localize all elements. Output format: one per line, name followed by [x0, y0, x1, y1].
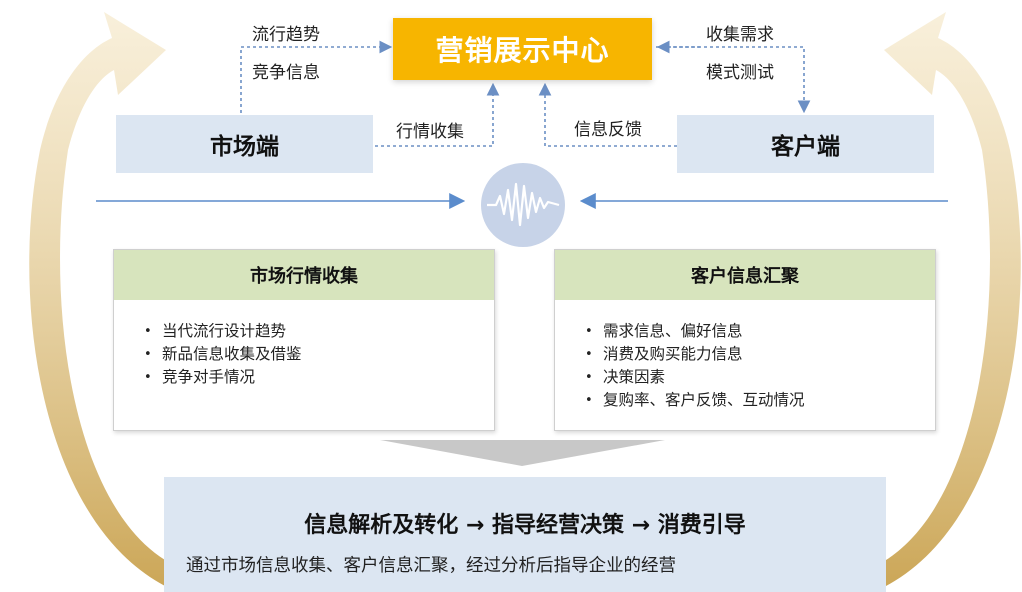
market-collect-arrow — [375, 82, 500, 147]
market-panel-title: 市场行情收集 — [250, 266, 358, 287]
funnel-pointer — [380, 440, 665, 466]
list-item: •复购率、客户反馈、互动情况 — [585, 389, 935, 412]
list-item: •新品信息收集及借鉴 — [144, 343, 494, 366]
label-model-test: 模式测试 — [706, 63, 774, 83]
list-item: •竞争对手情况 — [144, 366, 494, 389]
label-competition: 竞争信息 — [252, 63, 320, 83]
bullet-icon: • — [585, 324, 593, 339]
label-trend: 流行趋势 — [252, 25, 320, 45]
right-curve-arrow — [884, 12, 1021, 586]
list-item: •决策因素 — [585, 366, 935, 389]
market-info-panel: 市场行情收集 •当代流行设计趋势 •新品信息收集及借鉴 •竞争对手情况 — [113, 249, 495, 431]
customer-panel-title: 客户信息汇聚 — [691, 266, 799, 287]
left-curve-arrow — [29, 12, 166, 586]
summary-box: 信息解析及转化 → 指导经营决策 → 消费引导 通过市场信息收集、客户信息汇聚，… — [164, 477, 886, 592]
center-to-customer-arrow — [656, 46, 811, 114]
market-panel-header: 市场行情收集 — [114, 250, 494, 300]
label-feedback: 信息反馈 — [574, 120, 642, 140]
bullet-icon: • — [144, 347, 152, 362]
list-item: •当代流行设计趋势 — [144, 320, 494, 343]
customer-title: 客户端 — [771, 134, 840, 160]
customer-info-panel: 客户信息汇聚 •需求信息、偏好信息 •消费及购买能力信息 •决策因素 •复购率、… — [554, 249, 936, 431]
customer-box: 客户端 — [677, 115, 934, 173]
bullet-icon: • — [585, 370, 593, 385]
customer-panel-list: •需求信息、偏好信息 •消费及购买能力信息 •决策因素 •复购率、客户反馈、互动… — [555, 320, 935, 412]
marketing-center-box: 营销展示中心 — [393, 18, 652, 80]
list-item: •消费及购买能力信息 — [585, 343, 935, 366]
summary-title: 信息解析及转化 → 指导经营决策 → 消费引导 — [304, 513, 746, 538]
market-panel-list: •当代流行设计趋势 •新品信息收集及借鉴 •竞争对手情况 — [114, 320, 494, 389]
market-box: 市场端 — [116, 115, 373, 173]
bullet-icon: • — [585, 347, 593, 362]
market-title: 市场端 — [210, 134, 279, 160]
center-title: 营销展示中心 — [435, 34, 610, 67]
label-market-collect: 行情收集 — [396, 122, 464, 142]
bullet-icon: • — [144, 324, 152, 339]
summary-subtitle: 通过市场信息收集、客户信息汇聚，经过分析后指导企业的经营 — [186, 556, 676, 576]
bullet-icon: • — [585, 393, 593, 408]
label-collect-demand: 收集需求 — [706, 25, 774, 45]
customer-panel-header: 客户信息汇聚 — [555, 250, 935, 300]
waveform-icon — [481, 163, 565, 247]
list-item: •需求信息、偏好信息 — [585, 320, 935, 343]
market-to-center-top-arrow — [240, 40, 393, 113]
bullet-icon: • — [144, 370, 152, 385]
customer-feedback-arrow — [538, 82, 677, 147]
